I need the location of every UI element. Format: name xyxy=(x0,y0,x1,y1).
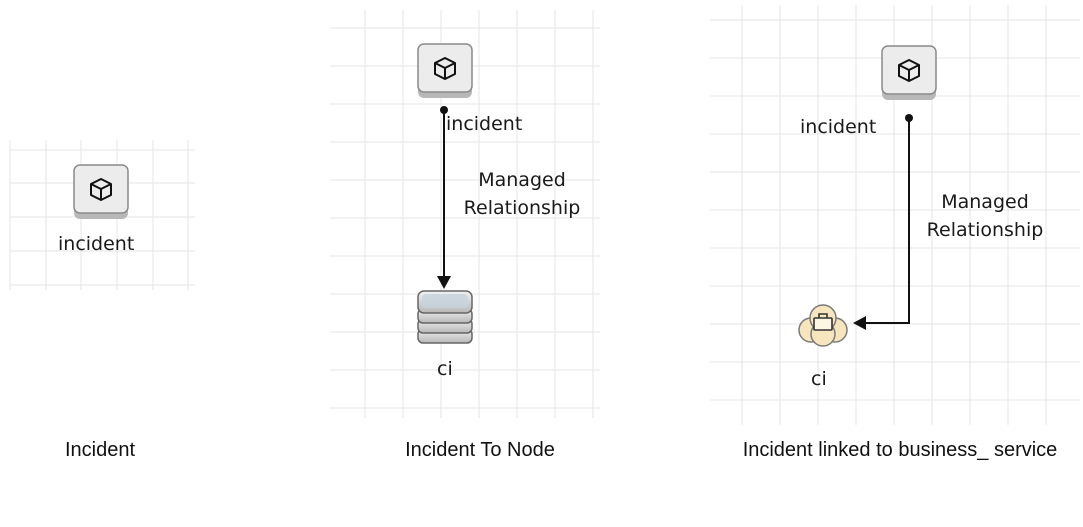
relationship-label: Managed Relationship xyxy=(915,188,1055,244)
node-label: incident xyxy=(446,113,523,135)
panel-caption: Incident To Node xyxy=(405,439,555,461)
business-service-icon[interactable] xyxy=(795,302,851,354)
node-label: ci xyxy=(811,368,827,390)
relationship-label-line1: Managed xyxy=(478,169,566,191)
relationship-label-line2: Relationship xyxy=(463,197,581,219)
cube-icon[interactable] xyxy=(881,45,937,105)
node-label: incident xyxy=(800,116,877,138)
panel-caption: Incident linked to business_ service xyxy=(720,436,1080,465)
relationship-label: Managed Relationship xyxy=(452,166,592,222)
cube-icon[interactable] xyxy=(73,164,129,224)
node-label: incident xyxy=(58,233,135,255)
node-label: ci xyxy=(437,358,453,380)
relationship-label-line2: Relationship xyxy=(926,219,1044,241)
node-stack-icon[interactable] xyxy=(416,289,474,349)
panel-caption-text: Incident linked to business_ service xyxy=(742,439,1058,461)
relationship-label-line1: Managed xyxy=(941,191,1029,213)
cube-icon[interactable] xyxy=(417,43,473,103)
panel-caption: Incident xyxy=(64,439,136,461)
